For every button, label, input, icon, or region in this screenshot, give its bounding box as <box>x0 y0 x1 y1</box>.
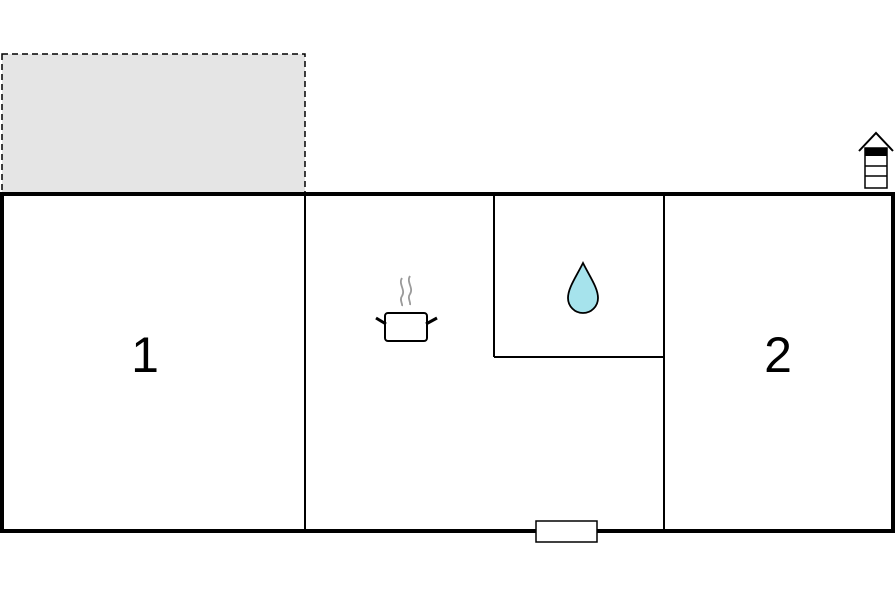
outer-wall <box>0 192 895 533</box>
room-1-label: 1 <box>131 327 159 383</box>
entrance-door <box>535 520 598 543</box>
house-stairs-icon <box>858 131 894 189</box>
water-drop-icon <box>567 260 599 314</box>
cooking-pot-icon <box>375 275 438 342</box>
room-2-label: 2 <box>764 327 792 383</box>
terrace-area <box>1 53 306 195</box>
